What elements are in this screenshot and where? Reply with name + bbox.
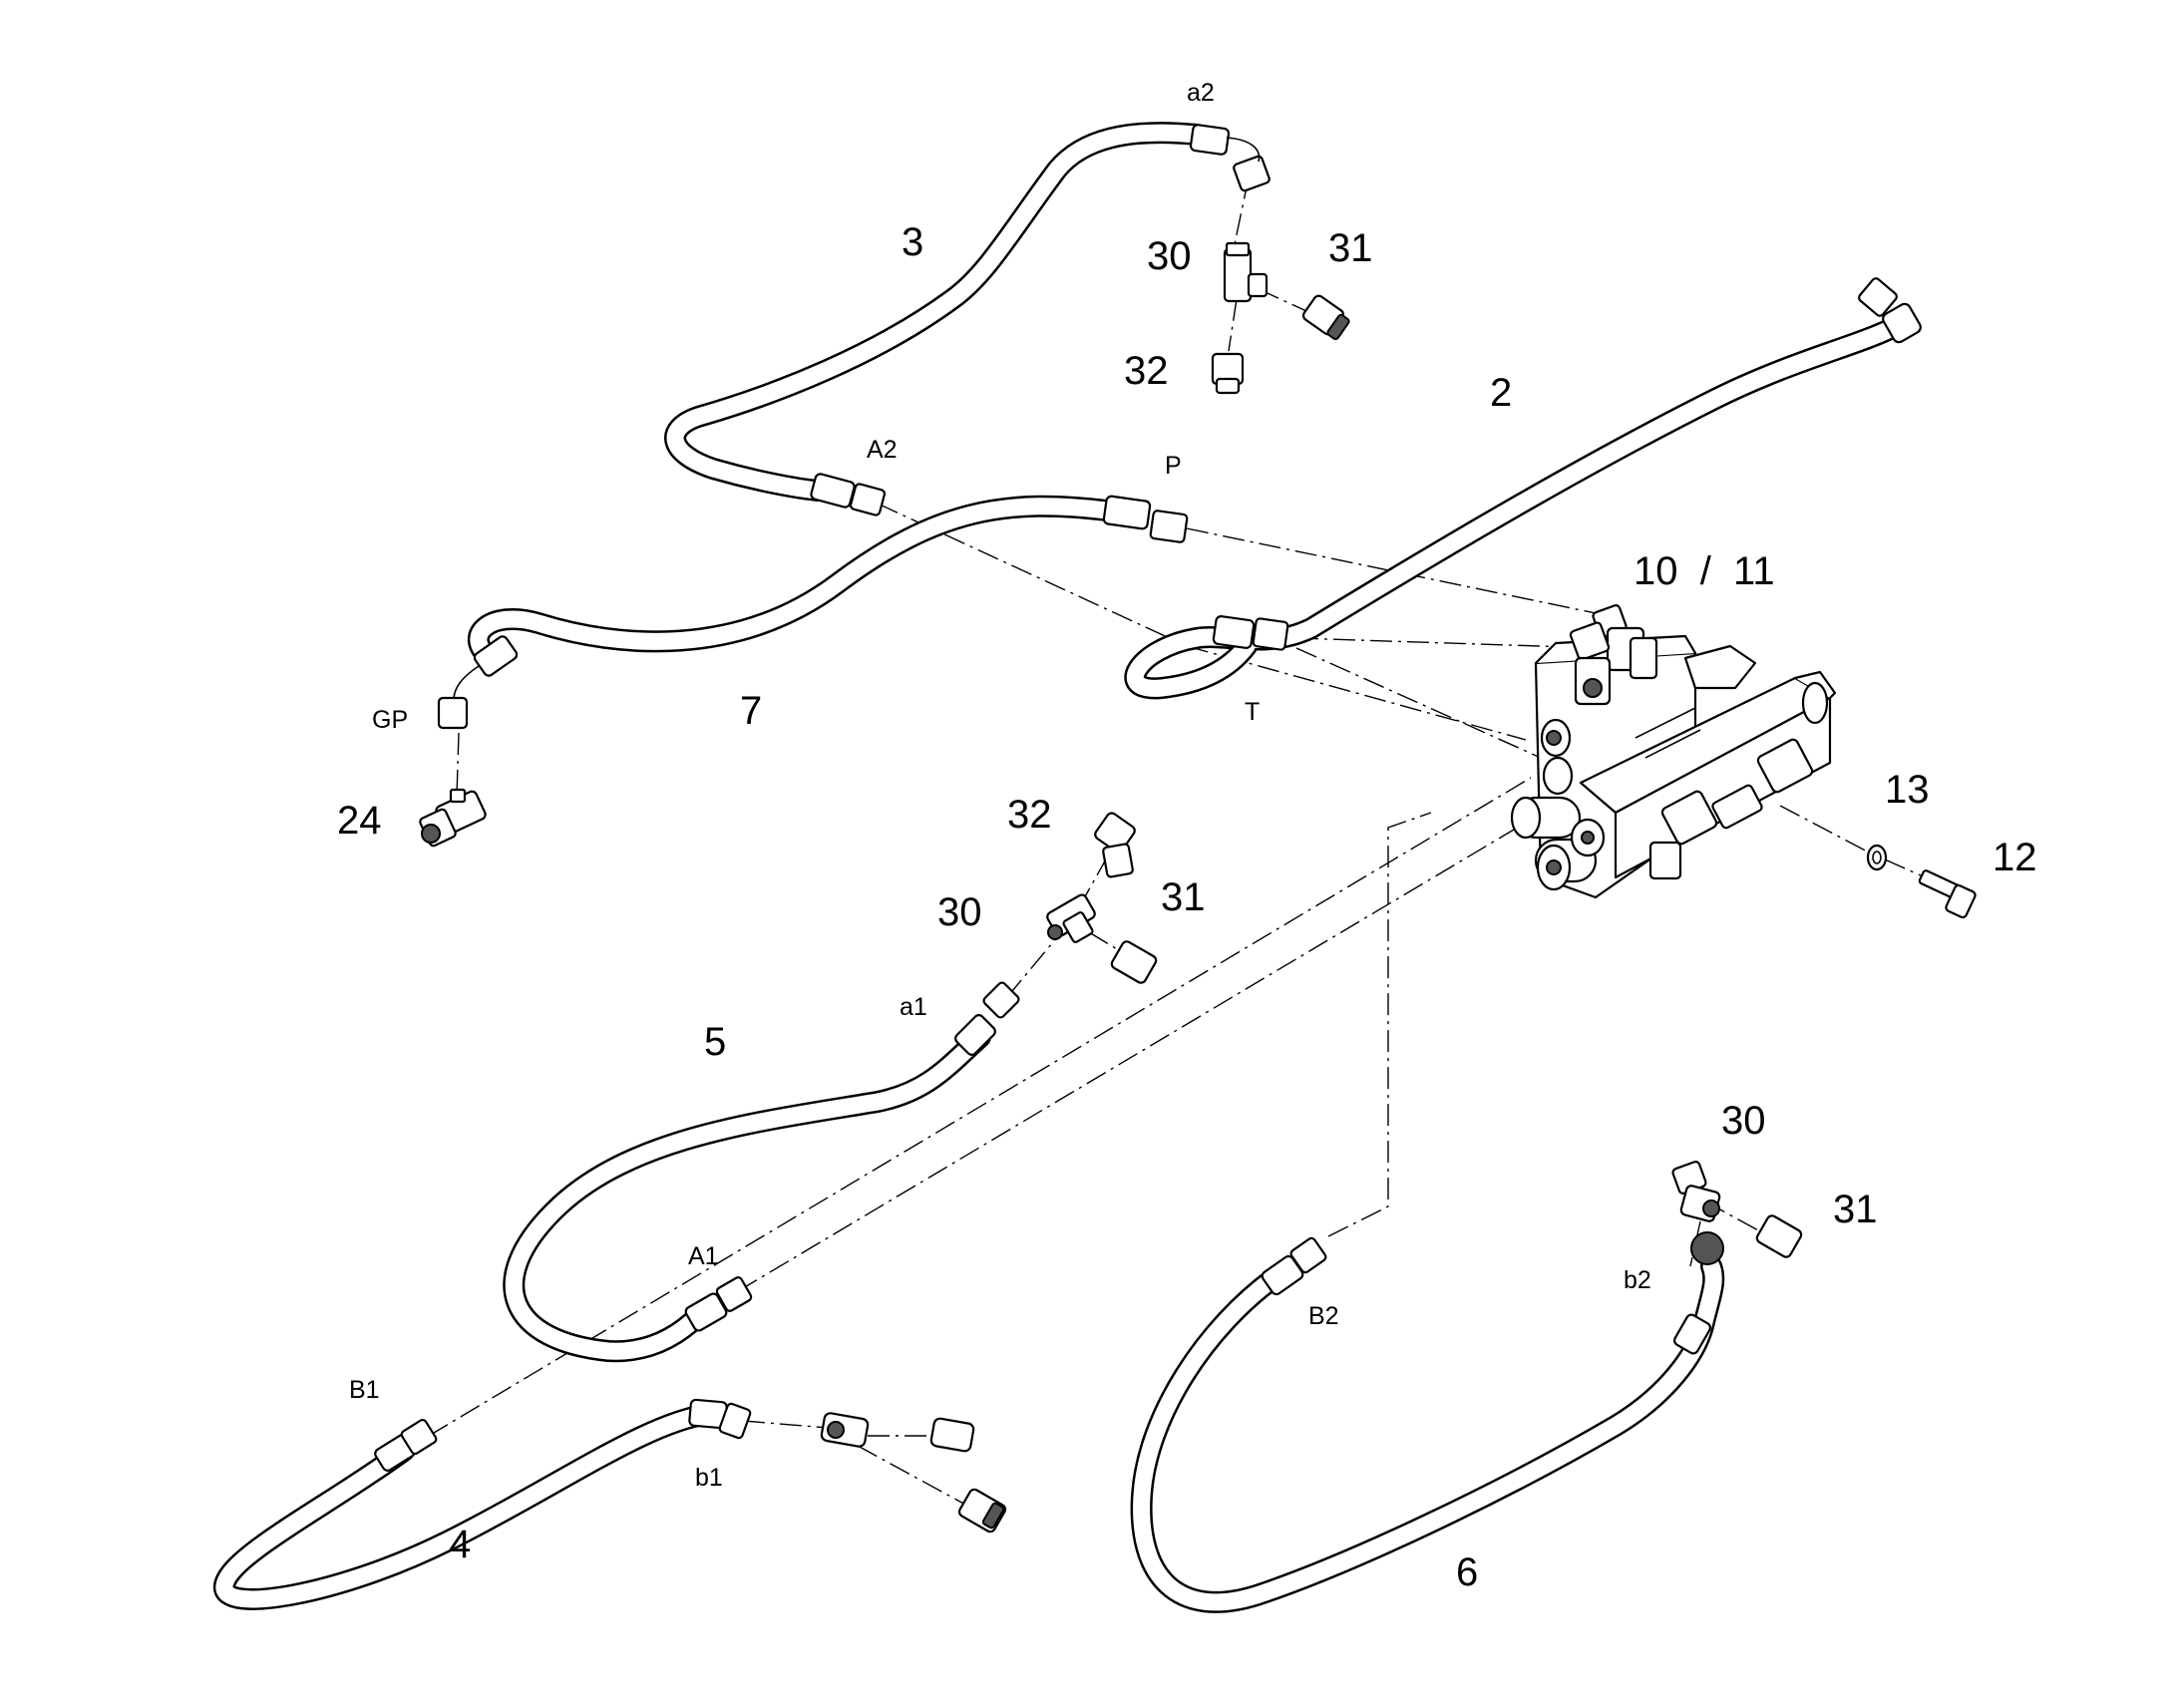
leader-T-valve xyxy=(1295,637,1602,649)
leader-GP-24 xyxy=(456,732,460,797)
fitting-B1 xyxy=(374,1418,438,1472)
cap-b1 xyxy=(957,1488,1007,1534)
leader-P-valve xyxy=(1186,527,1597,614)
port-labels: a2 A2 P T GP a1 A1 B1 b1 B2 b2 xyxy=(349,79,1651,1492)
callout-10-11: 10 / 11 xyxy=(1634,549,1775,593)
leader-T-valve-b xyxy=(1295,647,1542,759)
leader-B2-valve xyxy=(1327,812,1432,1237)
fitting-b1 xyxy=(688,1398,752,1440)
leader-b1-fitting xyxy=(742,1420,829,1429)
leader-tee-cap-mid xyxy=(1088,931,1123,953)
port-label-A1: A1 xyxy=(688,1242,719,1270)
callout-2: 2 xyxy=(1490,371,1512,415)
callout-24: 24 xyxy=(337,799,382,843)
fitting-hose2-end xyxy=(1858,277,1922,344)
fitting-T xyxy=(1212,615,1289,651)
hose-4 xyxy=(213,1403,721,1610)
port-label-B1: B1 xyxy=(349,1376,380,1404)
callout-30-right: 30 xyxy=(1721,1099,1766,1143)
port-label-A2: A2 xyxy=(867,436,898,464)
fitting-A1 xyxy=(684,1276,753,1332)
port-label-b1: b1 xyxy=(695,1464,723,1492)
leader-valve-washer xyxy=(1779,805,1876,856)
fitting-GP xyxy=(437,635,519,730)
cap-31-top xyxy=(1301,294,1350,341)
port-label-T: T xyxy=(1245,698,1260,726)
leader-B1-valve xyxy=(428,777,1532,1437)
port-label-B2: B2 xyxy=(1308,1302,1339,1330)
leader-tee-plug xyxy=(1228,298,1238,352)
part-callouts: 3 30 31 32 2 10 / 11 7 24 13 12 32 30 31… xyxy=(337,220,2037,1594)
callout-13: 13 xyxy=(1885,768,1930,812)
tee-30-top xyxy=(1223,241,1269,303)
cap-31-mid xyxy=(1110,940,1158,984)
loose-fittings xyxy=(419,241,1977,1534)
port-label-b2: b2 xyxy=(1624,1266,1651,1294)
bolt-12 xyxy=(1918,869,1977,919)
callout-4: 4 xyxy=(449,1523,471,1566)
callout-3: 3 xyxy=(902,220,923,264)
adapter-b1 xyxy=(820,1412,870,1448)
port-label-P: P xyxy=(1165,452,1182,480)
callout-7: 7 xyxy=(740,689,762,733)
callout-31-top: 31 xyxy=(1328,226,1373,270)
fitting-B2 xyxy=(1261,1236,1327,1296)
hose-fittings xyxy=(374,124,1922,1472)
fitting-a2 xyxy=(1189,124,1271,192)
hose-6 xyxy=(1130,1255,1725,1613)
plug-b1 xyxy=(929,1417,975,1453)
elbow-30-right xyxy=(1671,1161,1721,1222)
hose-2 xyxy=(1124,313,1911,700)
fitting-b2 xyxy=(1672,1231,1724,1355)
port-label-a2: a2 xyxy=(1187,79,1215,107)
leader-fitting-cap xyxy=(857,1445,968,1507)
tee-30-mid xyxy=(1046,893,1096,943)
hose-3 xyxy=(664,122,1220,502)
tee-24 xyxy=(419,788,487,848)
hose-7 xyxy=(468,495,1118,671)
callout-5: 5 xyxy=(704,1020,726,1064)
callout-31-right: 31 xyxy=(1833,1188,1878,1231)
leader-A1-valve xyxy=(737,807,1552,1292)
port-label-a1: a1 xyxy=(900,993,927,1021)
hoses xyxy=(213,122,1911,1613)
fitting-P xyxy=(1102,495,1189,543)
callout-32-top: 32 xyxy=(1124,349,1169,393)
hose-5 xyxy=(503,1026,991,1363)
port-label-GP: GP xyxy=(372,706,408,734)
washer-13 xyxy=(1866,844,1888,871)
callout-12: 12 xyxy=(1993,836,2037,879)
callout-30-top: 30 xyxy=(1147,234,1192,278)
callout-6: 6 xyxy=(1456,1550,1478,1594)
fitting-A2 xyxy=(810,473,887,516)
leader-b2-elbow xyxy=(1689,1220,1701,1267)
control-valve-block xyxy=(1510,604,1837,899)
fitting-a1 xyxy=(954,981,1020,1056)
callout-30-mid: 30 xyxy=(937,890,982,934)
plug-32-top xyxy=(1211,352,1245,395)
elbow-32-mid xyxy=(1094,812,1136,878)
cap-31-right xyxy=(1755,1214,1803,1258)
callout-32-mid: 32 xyxy=(1007,793,1052,837)
callout-31-mid: 31 xyxy=(1161,875,1206,919)
